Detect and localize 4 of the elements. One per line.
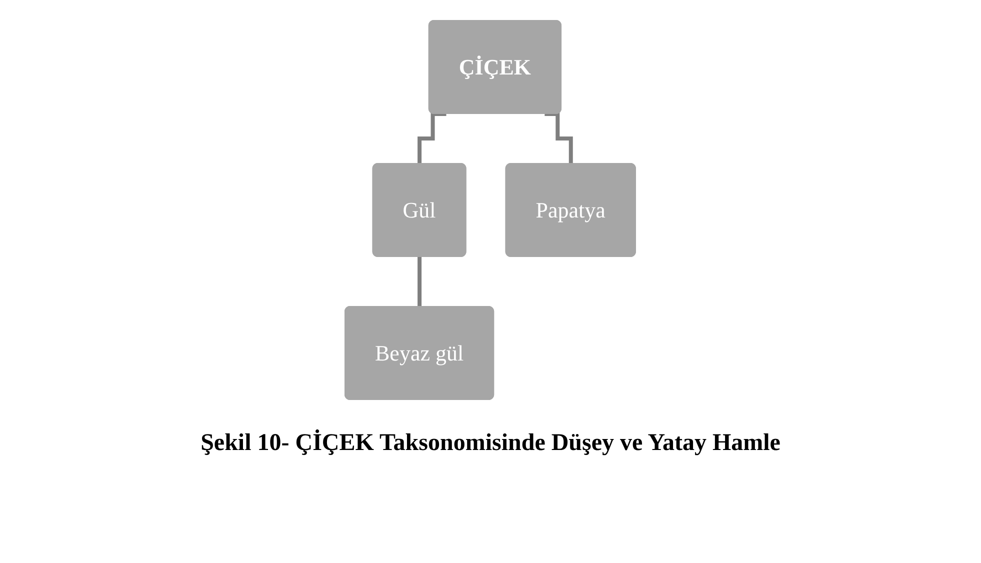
connector [544, 112, 574, 166]
connector [418, 112, 447, 166]
connector [418, 255, 422, 309]
figure-caption: Şekil 10- ÇİÇEK Taksonomisinde Düşey ve Yatay Hamle [200, 430, 780, 457]
